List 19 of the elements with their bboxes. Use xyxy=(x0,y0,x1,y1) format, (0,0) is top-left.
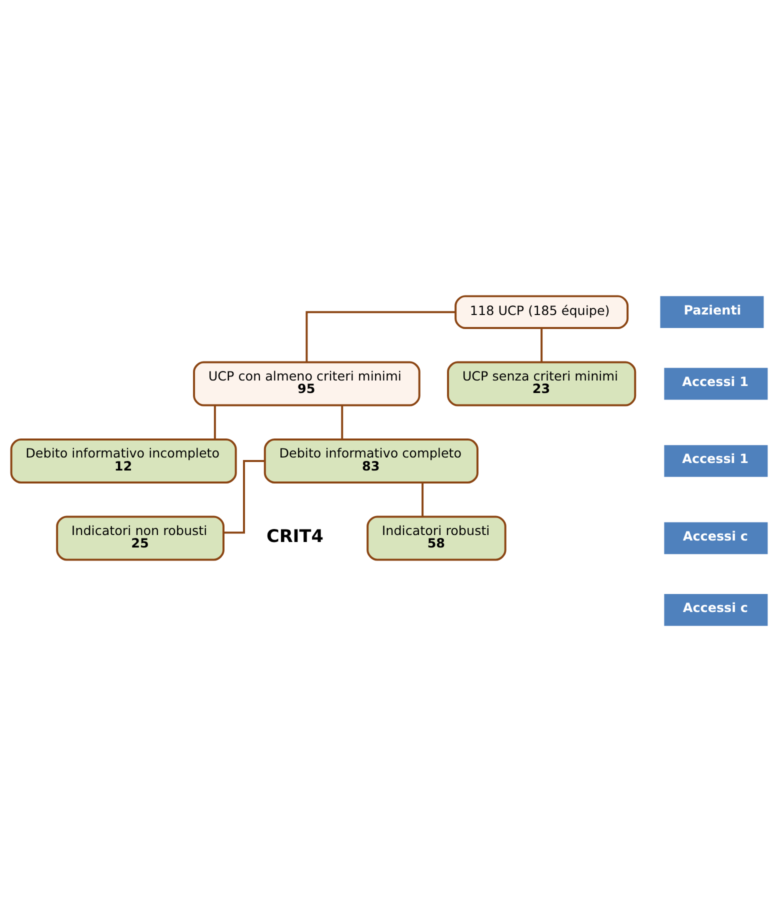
node-box: Indicatori non robusti 25 xyxy=(56,516,224,561)
node-box: Debito informativo completo 83 xyxy=(264,438,478,484)
node-box: Debito informativo incompleto 12 xyxy=(10,438,237,484)
label: Pazienti xyxy=(684,303,742,318)
connector xyxy=(540,328,543,362)
node-box: UCP con almeno criteri minimi 95 xyxy=(193,361,420,406)
node-box: Indicatori robusti 58 xyxy=(366,516,506,561)
connector xyxy=(224,460,265,534)
label: Accessi 1 xyxy=(682,374,748,390)
label: CRIT4 xyxy=(266,526,324,547)
connector xyxy=(306,311,456,362)
label: Accessi c xyxy=(682,529,748,544)
connector xyxy=(214,405,216,440)
connector xyxy=(422,482,424,517)
label: Accessi 1 xyxy=(682,452,748,468)
node-box: 118 UCP (185 équipe) xyxy=(454,295,629,330)
node-box: UCP senza criteri minimi 23 xyxy=(447,361,636,406)
connector xyxy=(341,405,344,440)
label: Accessi c xyxy=(682,601,748,616)
